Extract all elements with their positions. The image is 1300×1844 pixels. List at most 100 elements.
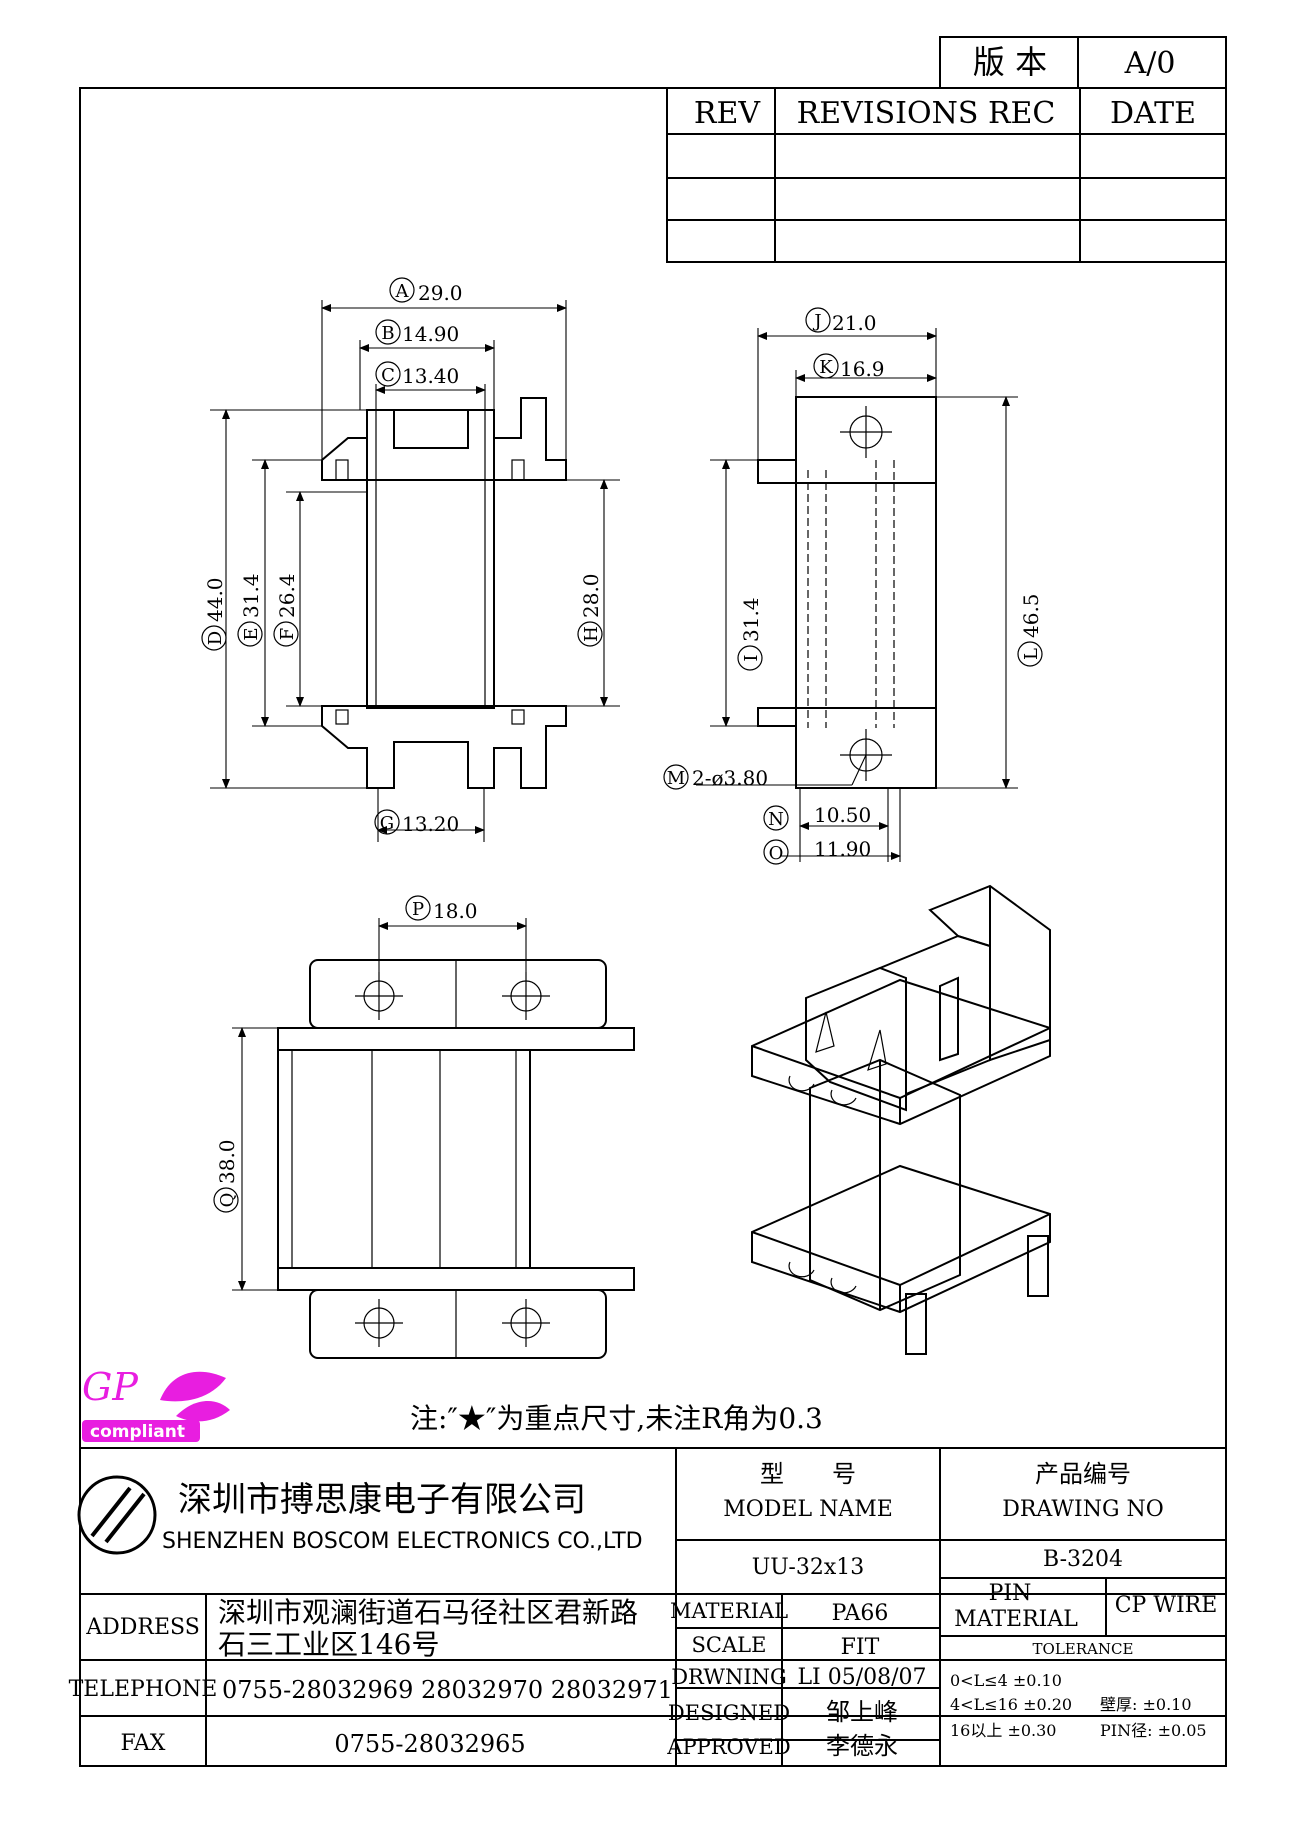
svg-text:13.20: 13.20 xyxy=(402,812,459,836)
dim-N: N 10.50 xyxy=(763,803,871,831)
svg-text:I: I xyxy=(741,654,762,661)
date-header: DATE xyxy=(1110,96,1196,131)
version-label: 版 本 xyxy=(973,43,1047,81)
svg-text:D: D xyxy=(205,631,226,645)
revisions-rec-header: REVISIONS REC xyxy=(797,96,1056,131)
title-block: 深圳市搏思康电子有限公司 SHENZHEN BOSCOM ELECTRONICS… xyxy=(69,1447,1226,1766)
designed-label: DESIGNED xyxy=(668,1701,790,1725)
dim-F: F 26.4 xyxy=(273,573,299,647)
svg-text:38.0: 38.0 xyxy=(215,1139,239,1184)
svg-text:31.4: 31.4 xyxy=(239,573,263,618)
version-value: A/0 xyxy=(1124,46,1176,81)
svg-text:14.90: 14.90 xyxy=(402,322,459,346)
rev-header: REV xyxy=(694,96,761,131)
version-box: 版 本 A/0 xyxy=(939,36,1227,89)
scale-label: SCALE xyxy=(692,1633,767,1657)
dim-P: P 18.0 xyxy=(405,895,478,923)
tolerance-row1: 0<L≤4 ±0.10 xyxy=(950,1671,1062,1690)
svg-text:C: C xyxy=(381,365,395,386)
company-name-en: SHENZHEN BOSCOM ELECTRONICS CO.,LTD xyxy=(162,1529,643,1554)
svg-text:26.4: 26.4 xyxy=(275,573,299,618)
svg-text:O: O xyxy=(769,843,784,864)
company-logo xyxy=(77,1475,157,1555)
svg-text:H: H xyxy=(581,626,602,642)
svg-text:29.0: 29.0 xyxy=(418,281,463,305)
sheet-border xyxy=(79,87,1227,1767)
svg-text:44.0: 44.0 xyxy=(203,577,227,622)
fax-value: 0755-28032965 xyxy=(334,1730,525,1758)
address-label: ADDRESS xyxy=(85,1615,200,1640)
dim-Q: Q 38.0 xyxy=(213,1139,239,1213)
tolerance-pin-dia: PIN径: ±0.05 xyxy=(1100,1721,1207,1740)
svg-text:28.0: 28.0 xyxy=(579,573,603,618)
gp-compliant-logo: GP compliant xyxy=(82,1365,230,1442)
bottom-view: P 18.0 Q 38.0 xyxy=(213,895,635,1359)
tolerance-row2: 4<L≤16 ±0.20 xyxy=(950,1695,1072,1714)
svg-text:J: J xyxy=(812,311,821,332)
svg-text:46.5: 46.5 xyxy=(1019,593,1043,638)
dim-D: D 44.0 xyxy=(201,577,227,651)
revision-table: REV REVISIONS REC DATE xyxy=(666,87,1227,263)
approved-value: 李德永 xyxy=(826,1732,898,1760)
pin-label: PIN xyxy=(989,1581,1032,1606)
svg-text:GP: GP xyxy=(82,1365,139,1409)
company-name-cn: 深圳市搏思康电子有限公司 xyxy=(178,1480,586,1520)
dim-K: K 16.9 xyxy=(813,353,885,381)
model-value: UU-32x13 xyxy=(752,1555,865,1580)
approved-label: APPROVED xyxy=(666,1735,790,1759)
telephone-value: 0755-28032969 28032970 28032971 xyxy=(222,1676,673,1704)
svg-text:P: P xyxy=(412,899,424,920)
drawing-value: LI 05/08/07 xyxy=(797,1665,926,1690)
model-label-en: MODEL NAME xyxy=(723,1497,893,1522)
svg-text:Q: Q xyxy=(217,1193,238,1208)
dim-J: J 21.0 xyxy=(805,307,877,335)
pin-material-label: MATERIAL xyxy=(954,1607,1078,1632)
scale-value: FIT xyxy=(841,1635,880,1660)
svg-text:31.4: 31.4 xyxy=(739,597,763,642)
svg-text:2-ø3.80: 2-ø3.80 xyxy=(692,766,768,790)
svg-text:G: G xyxy=(380,813,394,834)
svg-text:21.0: 21.0 xyxy=(832,311,877,335)
dim-I: I 31.4 xyxy=(737,597,763,671)
isometric-view xyxy=(751,884,1051,1355)
svg-text:13.40: 13.40 xyxy=(402,364,459,388)
material-value: PA66 xyxy=(832,1601,889,1626)
drawing-no-label-en: DRAWING NO xyxy=(1002,1497,1164,1522)
tolerance-label: TOLERANCE xyxy=(1033,1640,1134,1658)
drawing-note: 注:″★″为重点尺寸,未注R角为0.3 xyxy=(410,1402,823,1435)
svg-text:16.9: 16.9 xyxy=(840,357,885,381)
dim-H: H 28.0 xyxy=(577,573,603,647)
svg-text:K: K xyxy=(819,357,833,378)
dim-E: E 31.4 xyxy=(237,573,263,647)
svg-text:F: F xyxy=(277,628,298,641)
dim-A: A 29.0 xyxy=(389,277,463,305)
drawing-no-value: B-3204 xyxy=(1043,1547,1123,1572)
svg-text:L: L xyxy=(1021,648,1042,660)
svg-text:11.90: 11.90 xyxy=(814,837,871,861)
dim-L: L 46.5 xyxy=(1017,593,1043,667)
dim-C: C 13.40 xyxy=(375,361,459,388)
address-line2: 石三工业区146号 xyxy=(218,1628,439,1661)
svg-text:18.0: 18.0 xyxy=(433,899,478,923)
svg-text:A: A xyxy=(395,281,410,302)
model-label-cn: 型 号 xyxy=(760,1460,856,1488)
svg-text:M: M xyxy=(667,768,685,789)
fax-label: FAX xyxy=(121,1731,166,1756)
svg-text:N: N xyxy=(768,809,784,830)
material-label: MATERIAL xyxy=(670,1599,788,1623)
tolerance-wall: 壁厚: ±0.10 xyxy=(1100,1695,1192,1714)
tolerance-row3: 16以上 ±0.30 xyxy=(950,1721,1056,1740)
address-line1: 深圳市观澜街道石马径社区君新路 xyxy=(218,1596,638,1629)
side-view: J 21.0 K 16.9 M 2-ø3.80 N 10.50 O 11.90 I 31.4… xyxy=(663,307,1043,865)
svg-text:E: E xyxy=(241,627,262,640)
svg-text:compliant: compliant xyxy=(90,1422,185,1442)
drawing-label: DRWNING xyxy=(671,1665,787,1689)
pin-material-value: CP WIRE xyxy=(1115,1593,1218,1618)
telephone-label: TELEPHONE xyxy=(69,1677,218,1702)
svg-text:10.50: 10.50 xyxy=(814,803,871,827)
dim-M: M 2-ø3.80 xyxy=(663,764,768,790)
designed-value: 邹上峰 xyxy=(826,1698,898,1726)
dim-G: G 13.20 xyxy=(374,809,459,836)
